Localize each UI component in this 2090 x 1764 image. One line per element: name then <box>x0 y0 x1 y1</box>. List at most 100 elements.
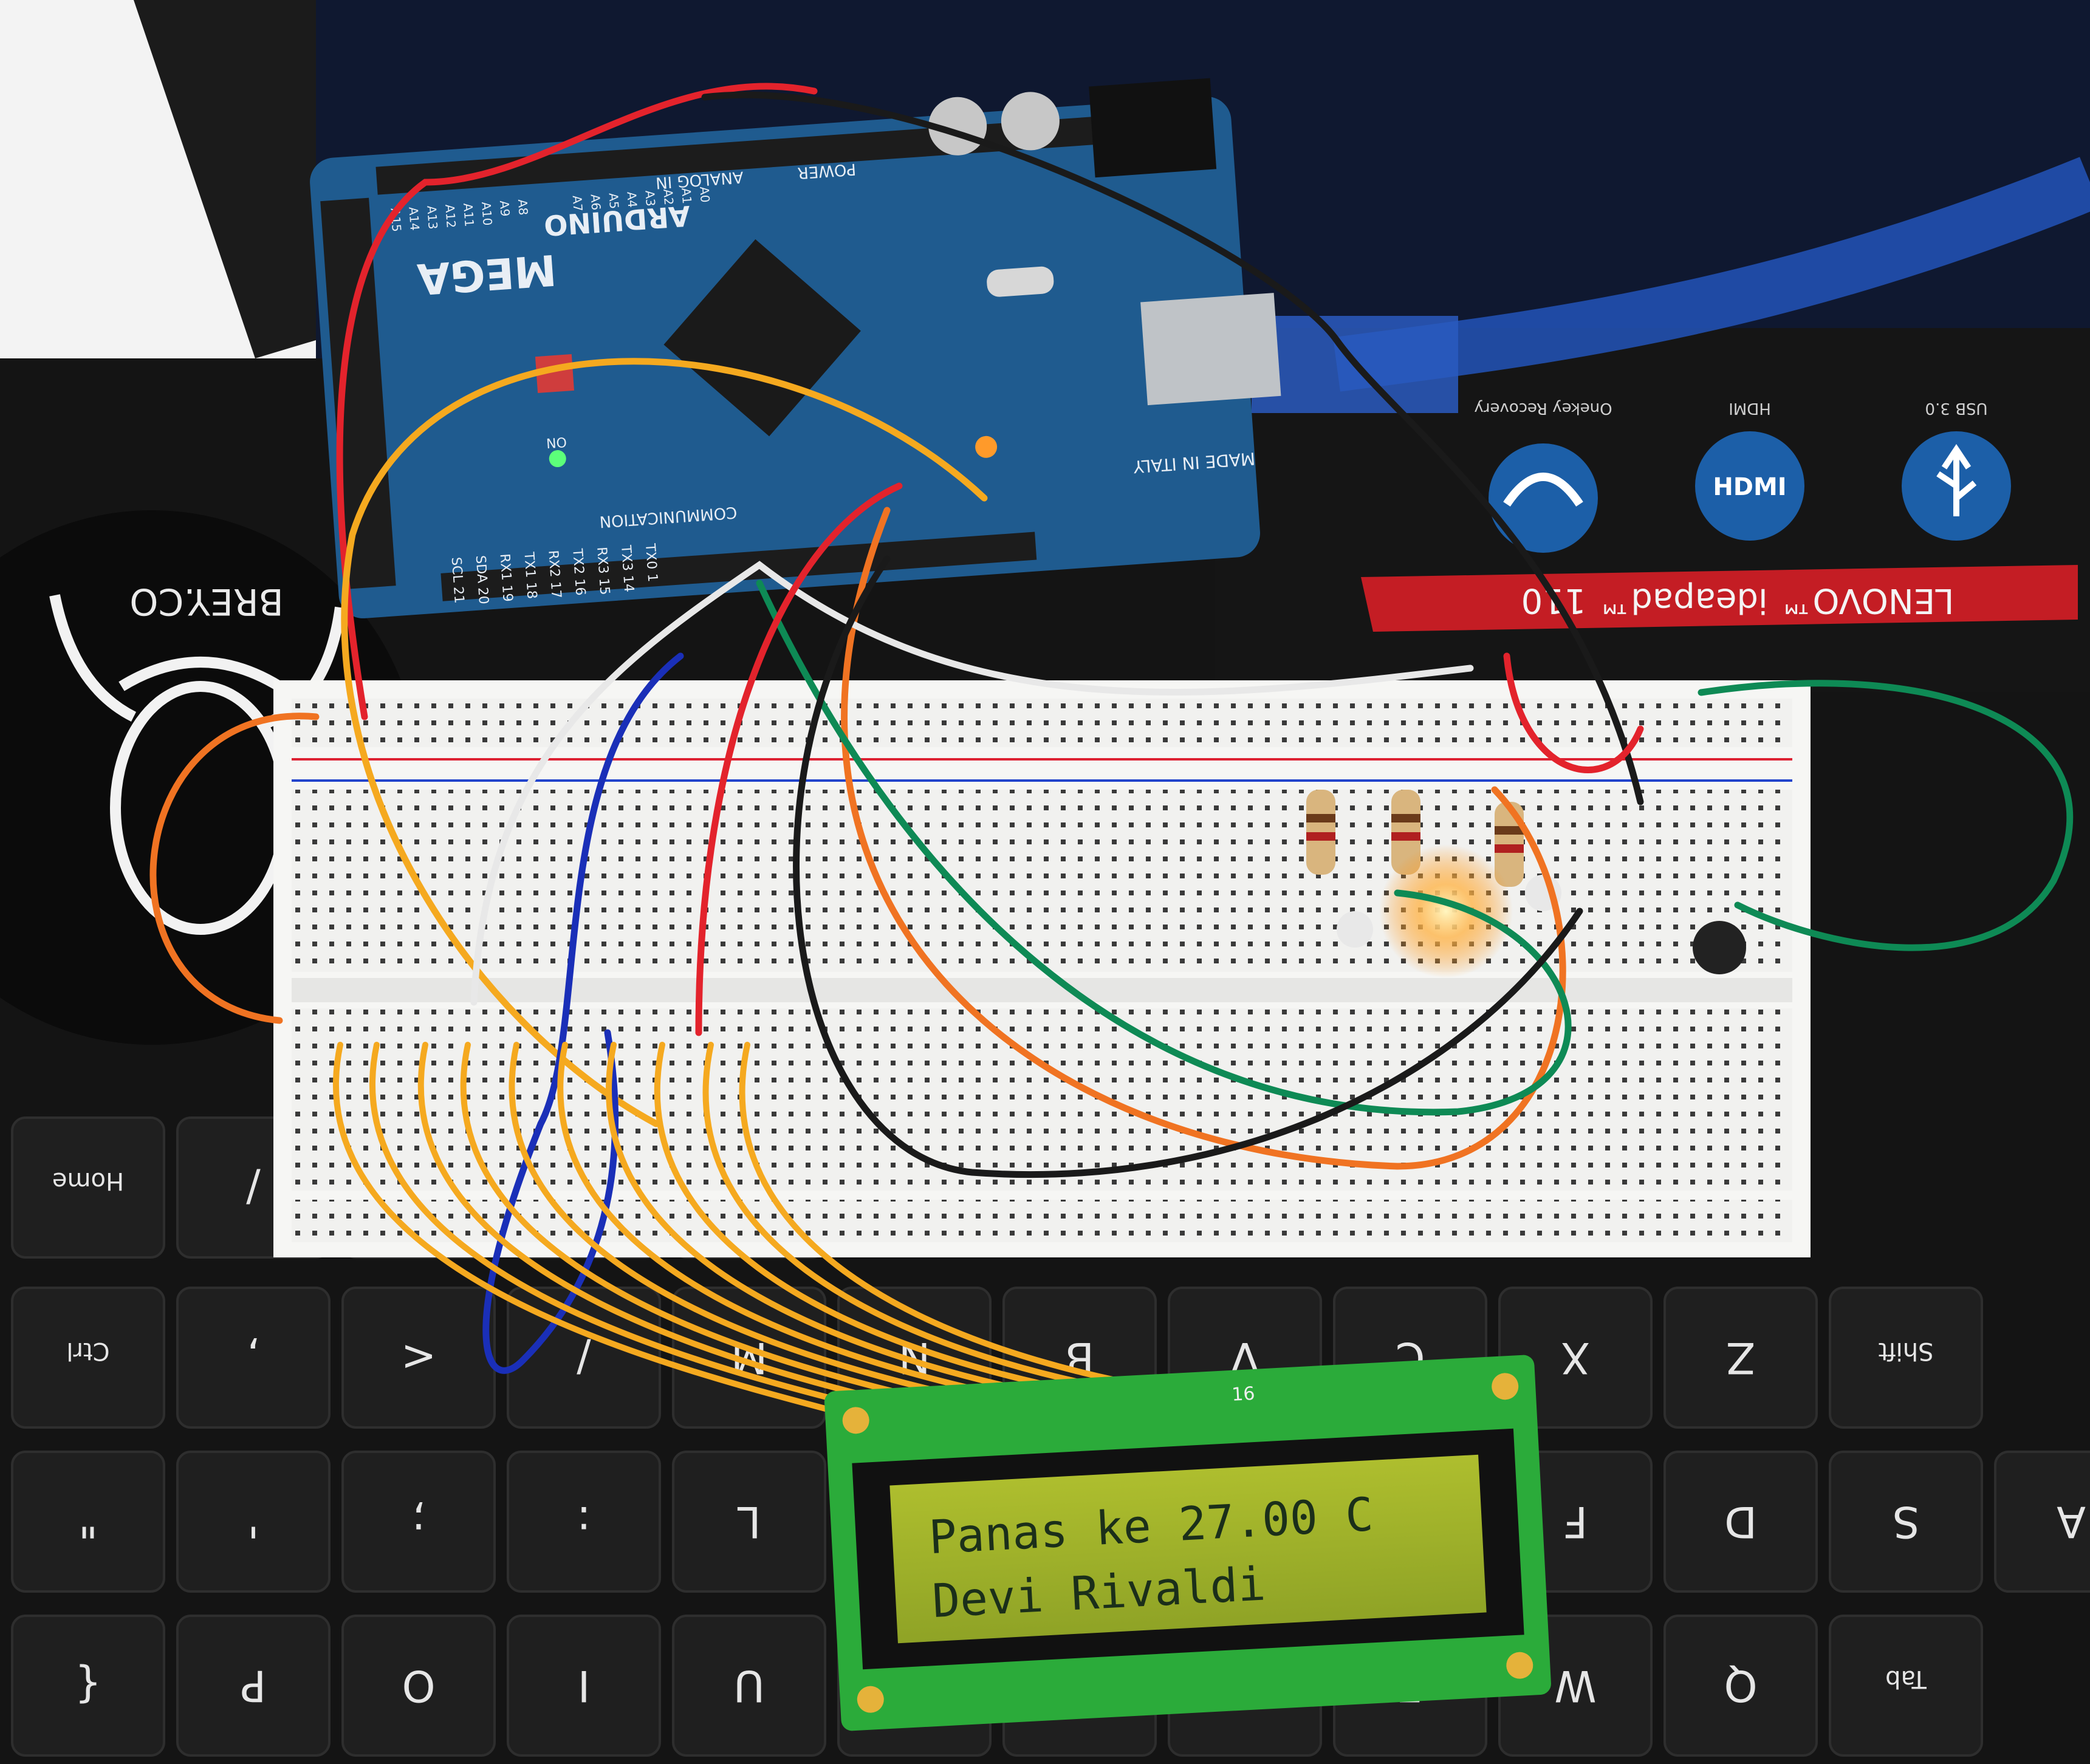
keyboard-key[interactable]: A <box>1994 1451 2090 1593</box>
pin-label: A4 <box>624 191 640 208</box>
keyboard-key-label: { <box>75 1661 102 1711</box>
keyboard-key-label: / <box>577 1333 591 1383</box>
keyboard-key[interactable]: S <box>1829 1451 1983 1593</box>
keyboard-key[interactable]: Home <box>11 1116 165 1259</box>
keyboard-key-label: : <box>577 1497 591 1547</box>
keyboard-key-label: U <box>733 1661 764 1711</box>
pin-label: A11 <box>461 202 477 227</box>
led-glow <box>1379 844 1513 978</box>
keyboard-key-label: " <box>78 1497 98 1547</box>
pin-label: TX0 1 <box>642 542 660 583</box>
keyboard-key-label: Ctrl <box>66 1337 109 1365</box>
keyboard-key-label: / <box>246 1163 261 1212</box>
lcd-wire <box>654 1042 1117 1401</box>
keyboard-key[interactable]: O <box>341 1615 496 1757</box>
keyboard-key[interactable]: U <box>672 1615 826 1757</box>
keyboard-key[interactable]: D <box>1663 1451 1818 1593</box>
wire-green <box>756 579 1572 1116</box>
keyboard-key[interactable]: Shift <box>1829 1287 1983 1429</box>
wire-white <box>470 561 1474 1006</box>
header-left <box>320 197 396 589</box>
status-led <box>975 436 998 458</box>
keyboard-key-label: ' <box>247 1497 259 1547</box>
keyboard-key[interactable]: I <box>507 1615 661 1757</box>
wire-black-2 <box>793 555 1583 1178</box>
mount-hole <box>857 1686 884 1713</box>
keyboard-key[interactable]: Tab <box>1829 1615 1983 1757</box>
pin-label: RX2 17 <box>545 550 563 599</box>
keyboard-key-label: A <box>2057 1497 2086 1547</box>
keyboard-key[interactable]: Z <box>1663 1287 1818 1429</box>
pin-label: A13 <box>424 205 440 230</box>
main-chip <box>663 239 861 437</box>
laptop-model-label: LENOVO™ ideapad™ 110 <box>1521 581 1955 620</box>
lcd-wire <box>606 1042 1080 1404</box>
power-jack <box>1089 78 1217 178</box>
keyboard-key[interactable]: L <box>672 1451 826 1593</box>
board-section-power: POWER <box>797 160 857 182</box>
mount-hole <box>1492 1373 1519 1400</box>
pin-label: A10 <box>479 201 495 226</box>
keyboard-key-label: S <box>1893 1497 1919 1547</box>
lcd-ribbon-wires <box>333 1042 1193 1418</box>
power-led <box>549 450 566 468</box>
keyboard-key[interactable]: < <box>341 1287 496 1429</box>
keyboard-key-label: X <box>1561 1333 1590 1383</box>
sensor <box>1693 921 1746 974</box>
led <box>1337 911 1373 948</box>
usb-symbol-icon <box>1936 443 1977 516</box>
pin-label: A5 <box>606 193 622 210</box>
header-bottom <box>440 532 1037 601</box>
board-led-label: ON <box>546 434 567 450</box>
keyboard-key-label: Shift <box>1879 1337 1934 1365</box>
keyboard-key[interactable]: Q <box>1663 1615 1818 1757</box>
port-label-usb: USB 3.0 <box>1925 399 1988 417</box>
lcd-module: Panas ke 27.00 C Devi Rivaldi 16 <box>824 1355 1551 1731</box>
keyboard-key[interactable]: ; <box>341 1451 496 1593</box>
lcd-wire <box>702 1042 1155 1399</box>
wire-blue <box>482 652 684 1374</box>
arduino-mega-board: ARDUINO MEGA MADE IN ITALY COMMUNICATION… <box>310 78 1281 618</box>
lcd-wire <box>369 1042 891 1416</box>
keyboard-key[interactable]: X <box>1498 1287 1653 1429</box>
keyboard-key[interactable]: " <box>11 1451 165 1593</box>
pin-label: A1 <box>679 187 694 204</box>
wire-green-2 <box>1698 680 2074 951</box>
mount-hole <box>842 1407 869 1434</box>
capacitor <box>1001 92 1060 151</box>
keyboard-key-label: O <box>402 1661 435 1711</box>
keyboard-key-label: Q <box>1724 1661 1757 1711</box>
lcd-pin-label: 16 <box>1231 1383 1255 1406</box>
keyboard-key[interactable]: , <box>176 1287 331 1429</box>
keyboard-key[interactable]: P <box>176 1615 331 1757</box>
keyboard-key[interactable]: / <box>507 1287 661 1429</box>
wire-black <box>701 91 1644 805</box>
pin-label: A7 <box>570 195 586 212</box>
keyboard-key-label: L <box>738 1497 761 1547</box>
keyboard-key[interactable]: { <box>11 1615 165 1757</box>
keyboard-key-label: Home <box>52 1167 124 1195</box>
port-label-hdmi: HDMI <box>1729 399 1771 417</box>
pin-label: A3 <box>642 190 658 207</box>
keyboard-key[interactable]: ' <box>176 1451 331 1593</box>
box-edge <box>134 0 316 358</box>
comm-pin-labels: SCL 21 SDA 20 RX1 19 TX1 18 RX2 17 TX2 1… <box>448 542 660 605</box>
keyboard-key-label: < <box>401 1333 437 1383</box>
sticker-text: BREY.CO <box>129 580 283 623</box>
pin-label: TX3 14 <box>618 544 636 593</box>
recovery-arrow-icon <box>1503 473 1583 507</box>
lcd-wire <box>509 1042 1004 1409</box>
board-model: MEGA <box>416 245 558 304</box>
keyboard-key-label: , <box>247 1333 260 1383</box>
breadboard-rail-bottom <box>292 1200 1792 1242</box>
pin-label: A14 <box>406 207 422 231</box>
pin-label: A8 <box>515 199 531 216</box>
keyboard-key-label: Tab <box>1885 1665 1927 1693</box>
lcd-screen <box>889 1454 1487 1644</box>
keyboard-key[interactable]: : <box>507 1451 661 1593</box>
lcd-wire <box>333 1042 854 1418</box>
keyboard-key[interactable]: Ctrl <box>11 1287 165 1429</box>
keyboard-key-label: F <box>1563 1497 1588 1547</box>
breadboard-rail-top <box>292 699 1792 747</box>
